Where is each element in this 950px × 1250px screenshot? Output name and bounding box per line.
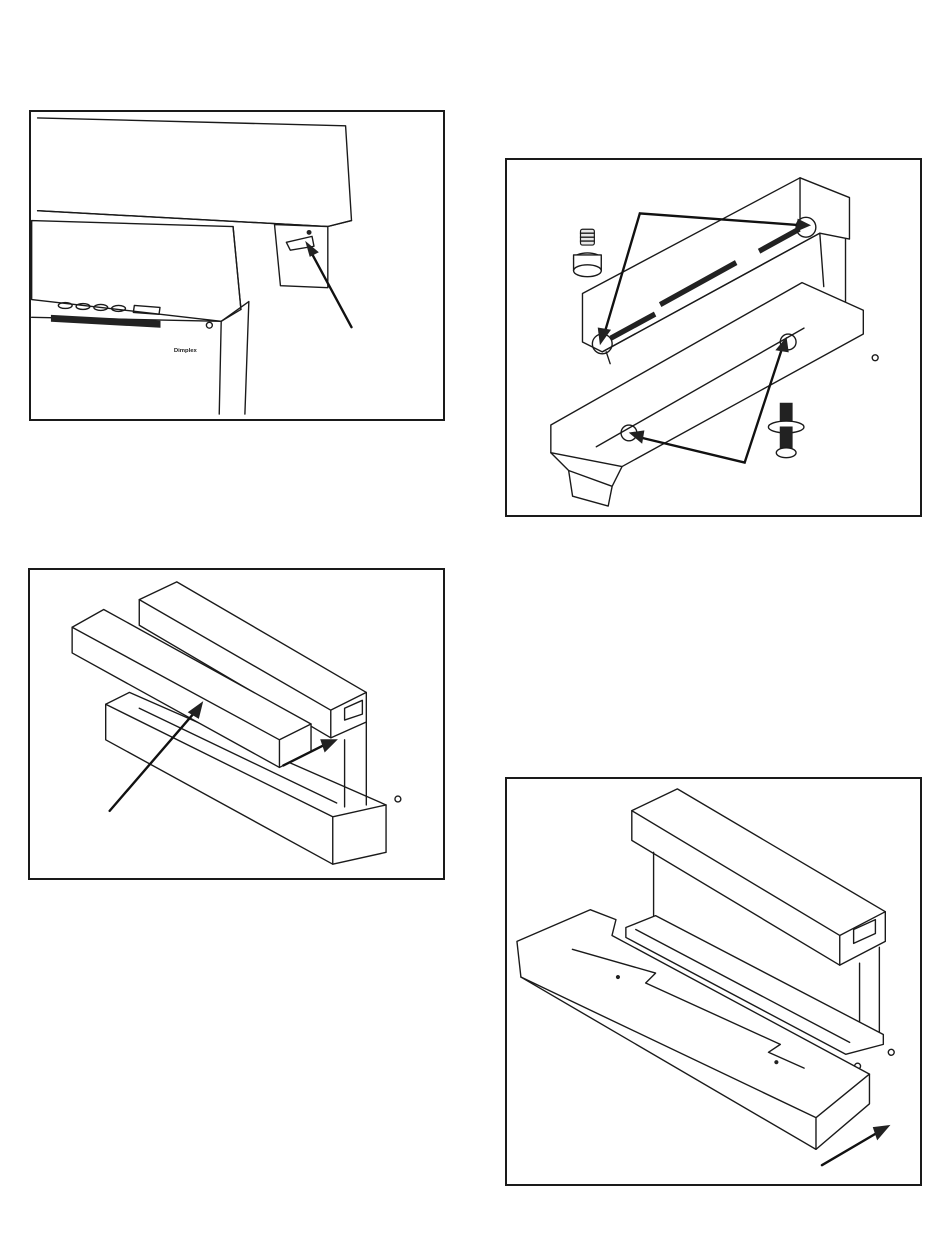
figure-d-base-installation — [505, 777, 922, 1186]
figure-d-drawing — [507, 779, 920, 1184]
figure-b-drawing — [507, 160, 920, 515]
mantle-top-box — [38, 118, 352, 227]
thumb-screw-icon — [574, 229, 602, 276]
vent-grille — [51, 315, 160, 327]
figure-c-cover-removal — [28, 568, 445, 880]
screw-with-washer-icon — [768, 403, 804, 457]
figure-a-drawing: Dimplex — [31, 112, 443, 419]
side-screw — [872, 355, 878, 361]
figure-b-screw-locations — [505, 158, 922, 517]
screw-head — [206, 322, 212, 328]
figure-a-bracket-slot: Dimplex — [29, 110, 445, 421]
tray-screw — [888, 1049, 894, 1055]
side-screw — [395, 796, 401, 802]
bracket-box — [275, 225, 328, 288]
bracket-hole — [307, 230, 311, 234]
brand-logo: Dimplex — [174, 348, 198, 354]
figure-c-drawing — [30, 570, 443, 878]
